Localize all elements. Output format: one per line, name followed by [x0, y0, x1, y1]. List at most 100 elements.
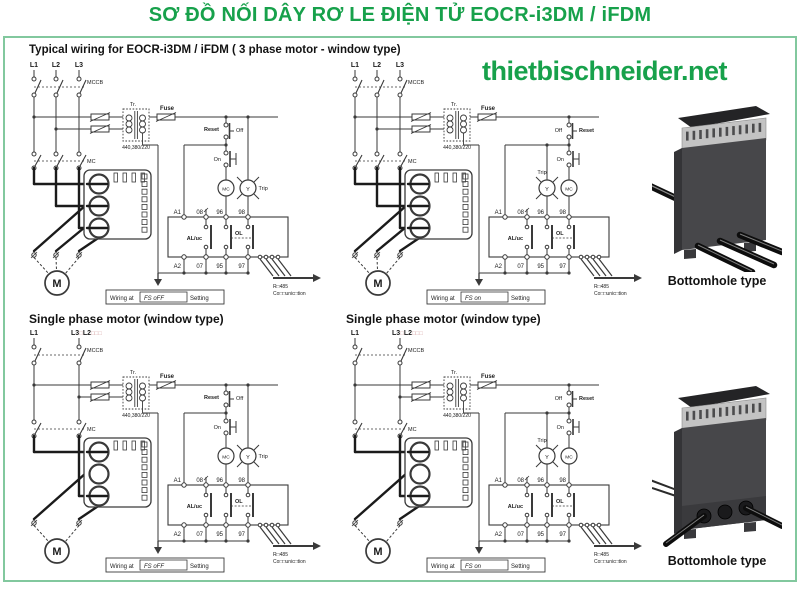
- label-transformer: Tr.: [451, 102, 458, 108]
- label-terminal-95: 95: [216, 532, 223, 538]
- label-wiring-suffix: Setting: [511, 296, 530, 302]
- label-terminal-95: 95: [537, 264, 544, 270]
- label-terminal-97: 97: [238, 264, 245, 270]
- label-off: Off: [555, 396, 563, 402]
- label-mccb: MCCB: [408, 348, 425, 354]
- label-phase-l3l2: L3□L2□□□: [392, 330, 423, 337]
- label-mc: MC: [87, 427, 96, 433]
- label-wiring-suffix: Setting: [190, 296, 209, 302]
- product-caption: Bottomhole type: [667, 554, 767, 568]
- label-mc-coil: MC: [222, 455, 230, 461]
- label-terminal-08: 08: [517, 478, 524, 484]
- label-phase-l1: L1: [30, 62, 38, 69]
- label-wiring-prefix: Wiring at: [110, 296, 134, 302]
- label-terminal-A2: A2: [495, 532, 503, 538]
- label-terminal-98: 98: [559, 478, 566, 484]
- label-fuse: Fuse: [160, 374, 175, 380]
- product-caption: Bottomhole type: [667, 274, 767, 288]
- label-lamp-y: Y: [545, 455, 549, 461]
- label-transformer: Tr.: [130, 102, 137, 108]
- label-lamp-y: Y: [545, 187, 549, 193]
- label-fuse: Fuse: [481, 374, 496, 380]
- label-terminal-07: 07: [517, 532, 524, 538]
- label-wiring-setting: FS on: [465, 564, 482, 570]
- label-contact-ol: OL: [235, 231, 243, 237]
- label-motor: M: [52, 546, 61, 558]
- label-terminal-A1: A1: [174, 210, 182, 216]
- label-phase-l1: L1: [351, 62, 359, 69]
- product-photo-bottom: Bottomhole type: [649, 380, 785, 568]
- label-contact-ol: OL: [556, 231, 564, 237]
- label-reset: Reset: [204, 127, 219, 133]
- label-motor: M: [52, 278, 61, 290]
- product-photo-top: Bottomhole type: [649, 100, 785, 288]
- label-lamp-y: Y: [246, 187, 250, 193]
- label-terminal-07: 07: [517, 264, 524, 270]
- label-mc: MC: [87, 159, 96, 165]
- label-terminal-08: 08: [517, 210, 524, 216]
- label-contact-al: AL/uc: [508, 236, 523, 242]
- label-mccb: MCCB: [408, 80, 425, 86]
- section-heading-typical: Typical wiring for EOCR-i3DM / iFDM ( 3 …: [29, 44, 401, 56]
- label-reset: Reset: [579, 396, 594, 402]
- label-terminal-97: 97: [238, 532, 245, 538]
- label-mccb: MCCB: [87, 348, 104, 354]
- label-terminal-95: 95: [216, 264, 223, 270]
- label-off: Off: [236, 128, 244, 134]
- label-terminal-A2: A2: [495, 264, 503, 270]
- label-on: On: [214, 425, 221, 431]
- label-rs485-communication: Co□□unic□tion: [273, 291, 306, 297]
- label-lamp-y: Y: [246, 455, 250, 461]
- label-wiring-setting: FS on: [465, 296, 482, 302]
- label-contact-al: AL/uc: [187, 504, 202, 510]
- label-on: On: [557, 425, 564, 431]
- label-wiring-prefix: Wiring at: [431, 564, 455, 570]
- section-heading-single-right: Single phase motor (window type): [346, 312, 541, 326]
- label-terminal-07: 07: [196, 532, 203, 538]
- label-wiring-suffix: Setting: [511, 564, 530, 570]
- watermark-site-link[interactable]: thietbischneider.net: [482, 56, 728, 86]
- page-title: SƠ ĐỒ NỐI DÂY RƠ LE ĐIỆN TỬ EOCR-i3DM / …: [148, 4, 652, 26]
- label-wiring-setting: FS oFF: [144, 564, 164, 570]
- label-wiring-suffix: Setting: [190, 564, 209, 570]
- label-mc: MC: [408, 159, 417, 165]
- label-rs485: R□485: [594, 552, 609, 558]
- section-heading-single-left: Single phase motor (window type): [29, 312, 224, 326]
- label-contact-ol: OL: [556, 499, 564, 505]
- label-terminal-96: 96: [537, 210, 544, 216]
- label-terminal-96: 96: [216, 210, 223, 216]
- label-voltage: 440,380/220: [443, 145, 471, 151]
- label-on: On: [557, 157, 564, 163]
- label-mccb: MCCB: [87, 80, 104, 86]
- label-terminal-96: 96: [537, 478, 544, 484]
- label-terminal-07: 07: [196, 264, 203, 270]
- label-phase-l2: L2: [373, 62, 381, 69]
- label-terminal-97: 97: [559, 264, 566, 270]
- label-terminal-A1: A1: [174, 478, 182, 484]
- label-trip: Trip: [537, 170, 546, 176]
- label-terminal-A1: A1: [495, 210, 503, 216]
- label-terminal-98: 98: [238, 478, 245, 484]
- label-off: Off: [236, 396, 244, 402]
- label-phase-l3: L3: [396, 62, 404, 69]
- label-terminal-96: 96: [216, 478, 223, 484]
- label-trip: Trip: [259, 454, 268, 460]
- label-terminal-95: 95: [537, 532, 544, 538]
- label-voltage: 440,380/220: [122, 413, 150, 419]
- label-rs485-communication: Co□□unic□tion: [273, 559, 306, 565]
- label-rs485: R□485: [273, 552, 288, 558]
- label-phase-l1: L1: [30, 330, 38, 337]
- label-terminal-A1: A1: [495, 478, 503, 484]
- label-fuse: Fuse: [160, 106, 175, 112]
- label-contact-al: AL/uc: [508, 504, 523, 510]
- label-phase-l3: L3: [75, 62, 83, 69]
- label-trip: Trip: [259, 186, 268, 192]
- label-rs485-communication: Co□□unic□tion: [594, 291, 627, 297]
- label-terminal-97: 97: [559, 532, 566, 538]
- label-transformer: Tr.: [451, 370, 458, 376]
- relay-product-image: [652, 106, 782, 272]
